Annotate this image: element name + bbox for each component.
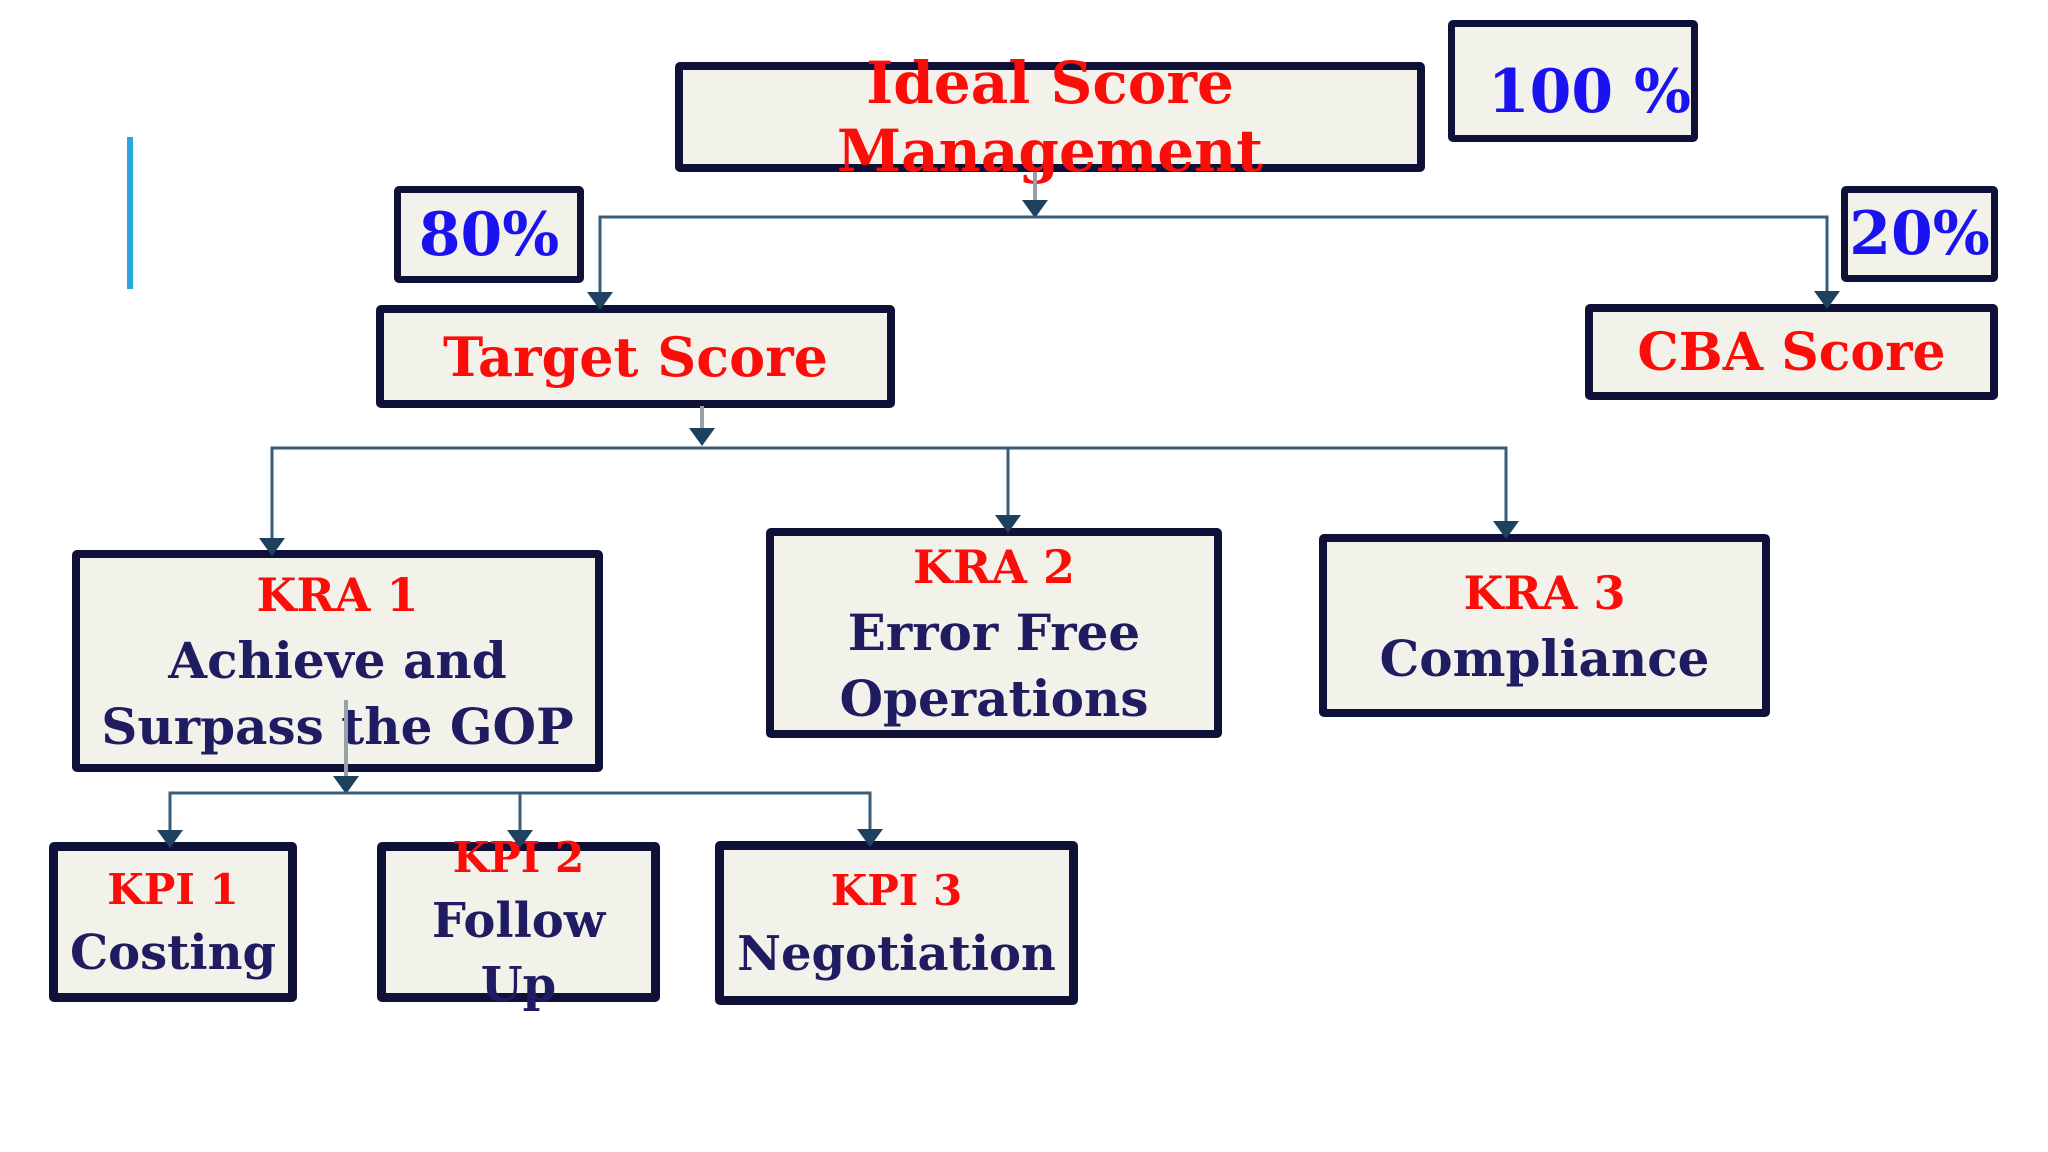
node-label: Ideal Score Management bbox=[836, 49, 1264, 185]
node-subtitle: Follow Up bbox=[431, 893, 606, 1013]
arrowhead-down-icon bbox=[689, 428, 715, 446]
node-title: KRA 1 bbox=[256, 568, 419, 622]
node-title: KPI 2 bbox=[452, 833, 585, 882]
badge-100-percent: 100 % bbox=[1448, 20, 1698, 142]
accent-bar bbox=[127, 137, 133, 289]
node-title: KPI 1 bbox=[107, 865, 239, 914]
node-subtitle-line1: Compliance bbox=[1379, 628, 1710, 688]
connector-target-stem bbox=[689, 406, 715, 446]
node-title: KRA 2 bbox=[913, 540, 1075, 594]
node-label: Target Score bbox=[442, 324, 828, 389]
node-kpi3: KPI 3 Negotiation bbox=[715, 841, 1078, 1005]
badge-label: 80% bbox=[418, 199, 560, 270]
badge-label: 20% bbox=[1849, 199, 1990, 269]
node-title: KRA 3 bbox=[1463, 565, 1626, 620]
badge-label: 100 % bbox=[1487, 57, 1691, 127]
node-kra2: KRA 2 Error Free Operations bbox=[766, 528, 1222, 738]
badge-20-percent: 20% bbox=[1841, 186, 1998, 282]
node-kra3: KRA 3 Compliance bbox=[1319, 534, 1770, 717]
node-title: KPI 3 bbox=[830, 866, 963, 915]
badge-80-percent: 80% bbox=[394, 186, 584, 283]
node-label: CBA Score bbox=[1637, 321, 1946, 383]
node-kpi2: KPI 2 Follow Up bbox=[377, 833, 660, 1013]
connector-level1-rail bbox=[587, 215, 1840, 310]
node-subtitle-line2: Operations bbox=[839, 669, 1149, 728]
node-subtitle-line2: Surpass the GOP bbox=[101, 697, 574, 756]
node-kra1: KRA 1 Achieve and Surpass the GOP bbox=[72, 550, 603, 772]
node-subtitle-line1: Achieve and bbox=[168, 631, 507, 690]
node-kpi1: KPI 1 Costing bbox=[49, 842, 297, 1002]
node-target-score: Target Score bbox=[376, 305, 895, 408]
arrowhead-down-icon bbox=[1022, 200, 1048, 218]
node-subtitle: Costing bbox=[69, 925, 277, 981]
node-subtitle-line1: Error Free bbox=[847, 603, 1141, 662]
node-ideal-score-management: Ideal Score Management bbox=[675, 49, 1425, 185]
node-cba-score: CBA Score bbox=[1585, 304, 1998, 400]
node-subtitle: Negotiation bbox=[737, 926, 1056, 982]
arrowhead-down-icon bbox=[333, 776, 359, 794]
